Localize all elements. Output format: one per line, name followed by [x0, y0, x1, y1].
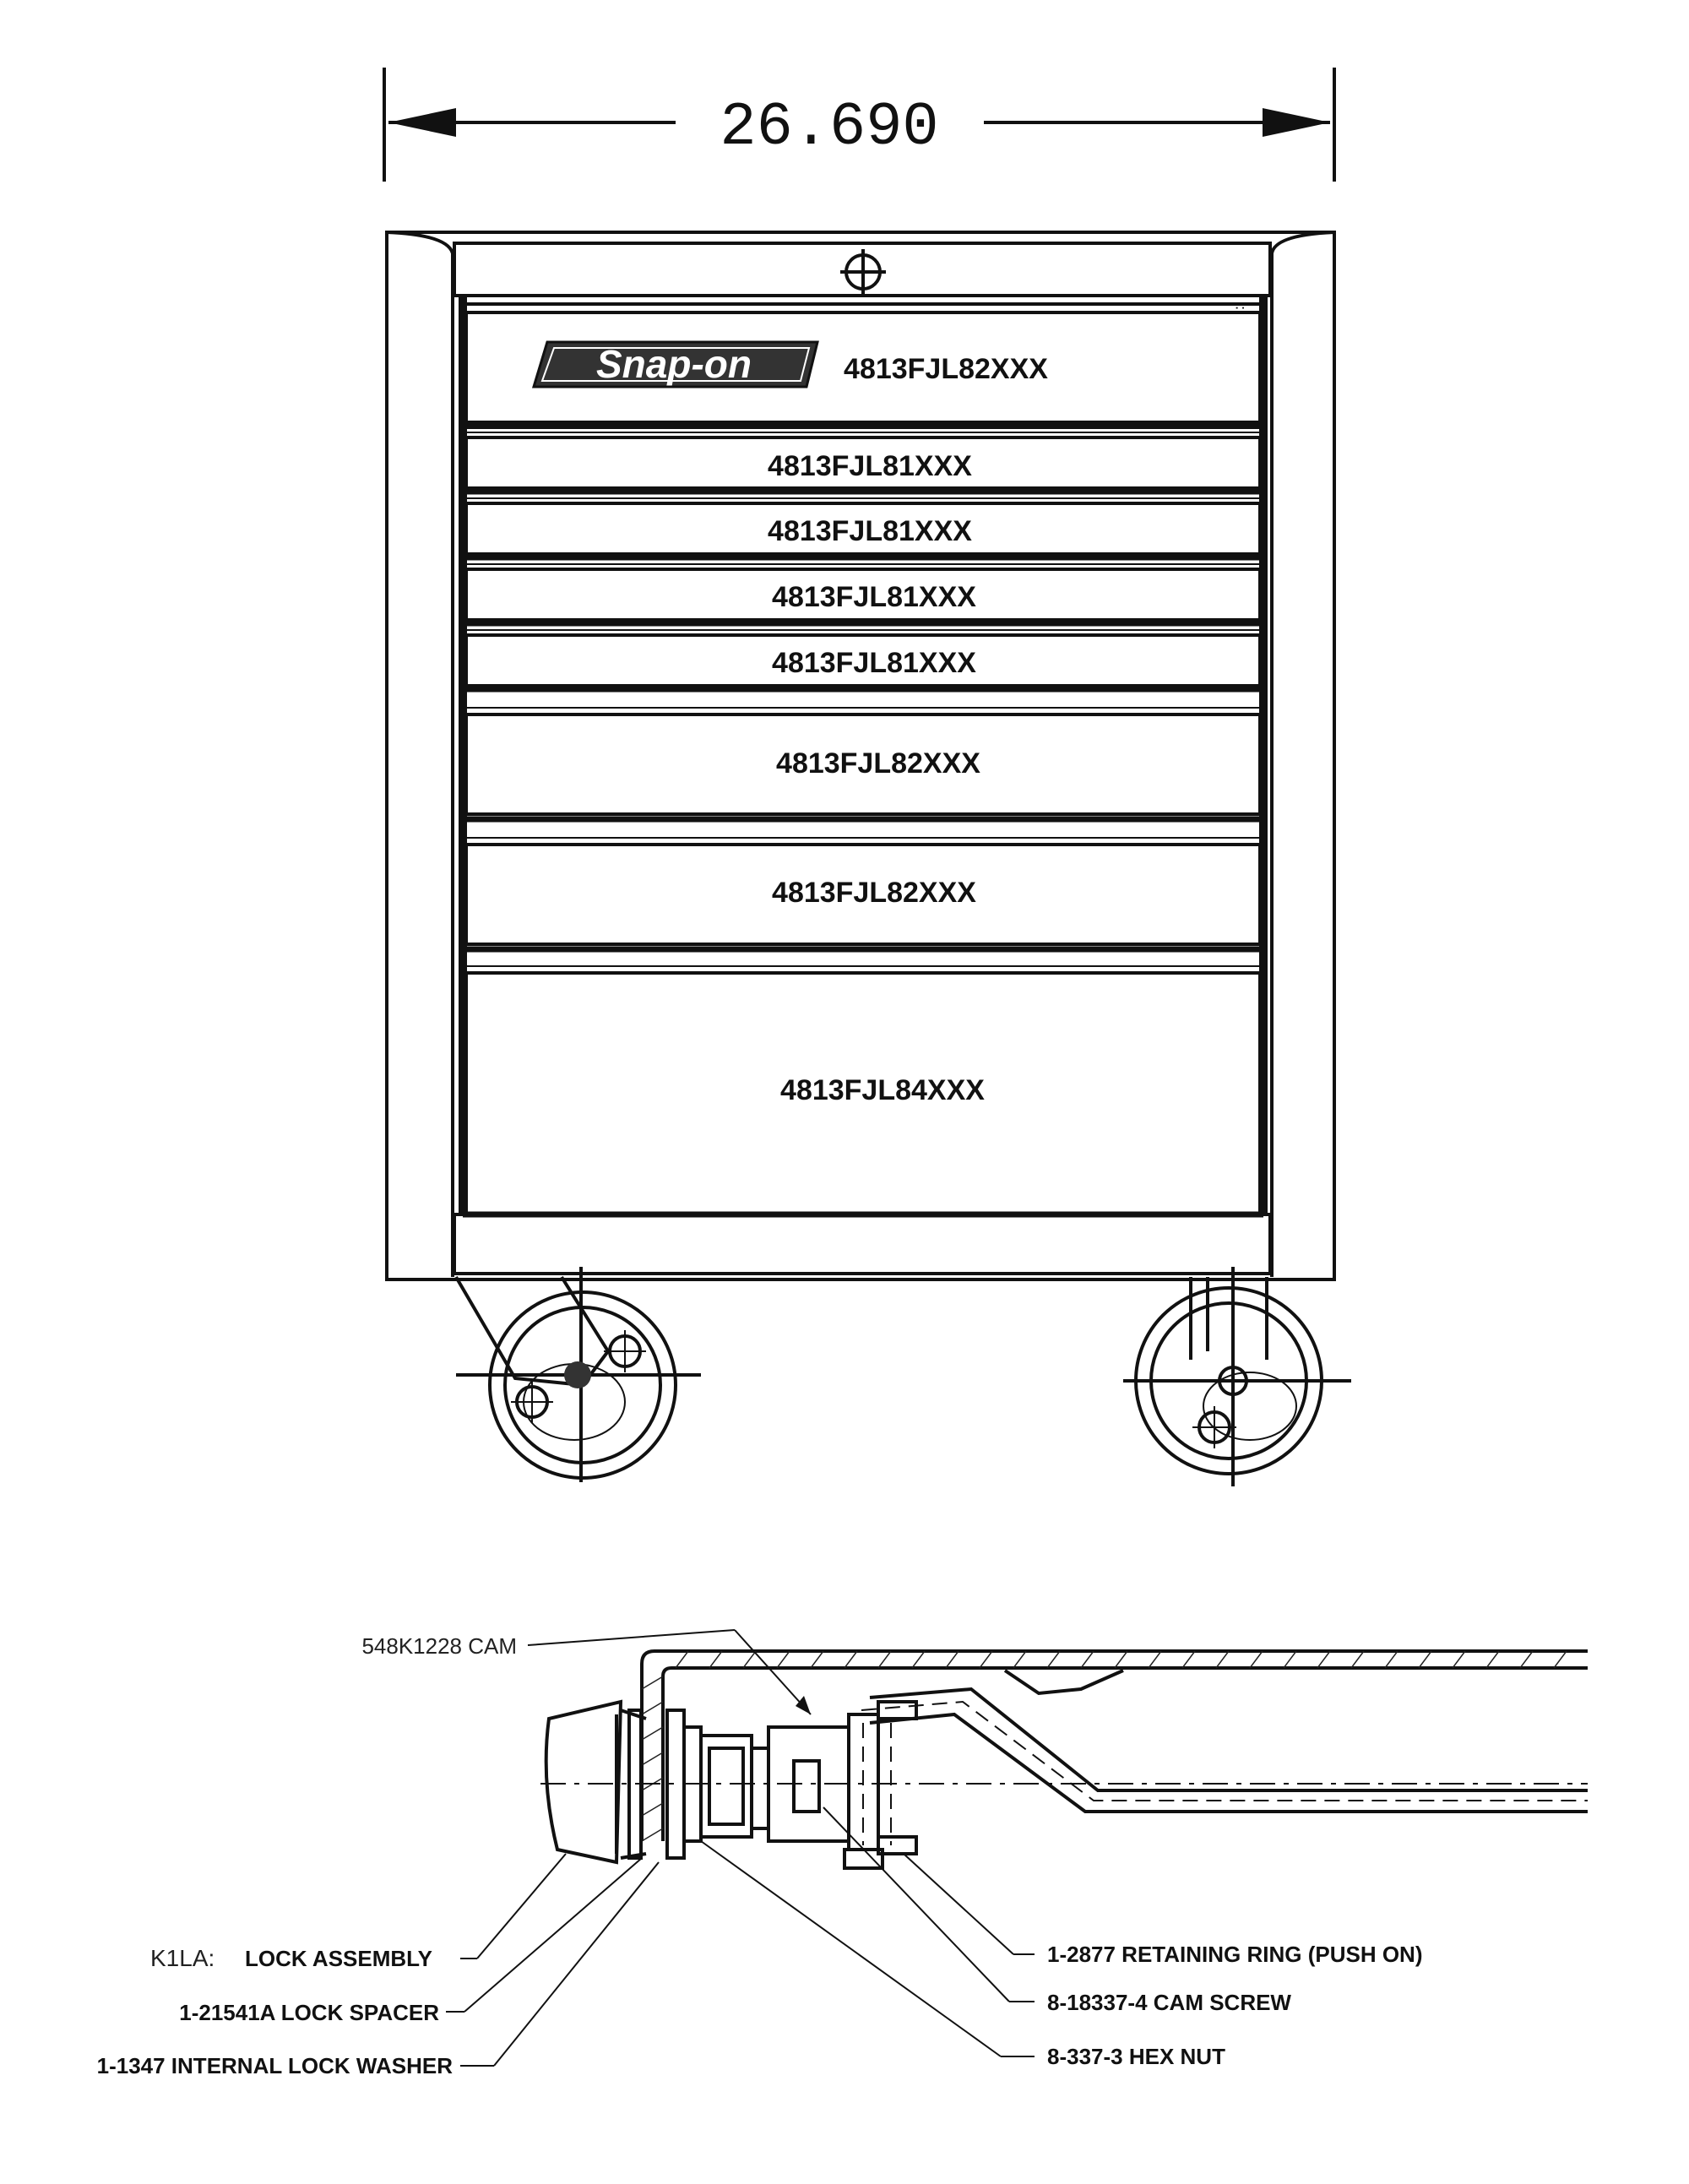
drawer-label: 4813FJL82XXX — [772, 877, 976, 909]
cabinet-top-cap — [453, 242, 1272, 297]
drawer-4: 4813FJL81XXX — [464, 568, 1262, 627]
snap-on-logo: Snap-on — [531, 340, 819, 388]
lock-assembly-callout: LOCK ASSEMBLY — [245, 1946, 432, 1971]
logo-text: Snap-on — [596, 342, 752, 386]
top-crosshair-icon — [840, 249, 886, 295]
drawer-stack: Snap-on 4813FJL82XXX ˙˙ 4813FJL81XXX 481… — [464, 302, 1262, 1215]
drawer-8: 4813FJL84XXX — [464, 971, 1262, 1215]
drawer-2: 4813FJL81XXX — [464, 436, 1262, 495]
caster-left — [454, 1267, 701, 1482]
drawer-label: 4813FJL82XXX — [776, 747, 980, 780]
cam-callout: 548K1228 CAM — [361, 1633, 517, 1659]
caster-crosshair-icon — [511, 1330, 646, 1423]
retaining-ring-callout: 1-2877 RETAINING RING (PUSH ON) — [1047, 1942, 1422, 1967]
drawer-3: 4813FJL81XXX — [464, 502, 1262, 561]
lock-cylinder — [544, 1699, 623, 1865]
hex-nut-callout: 8-337-3 HEX NUT — [1047, 2044, 1225, 2069]
drawer-5: 4813FJL81XXX — [464, 633, 1262, 693]
drawer-7: 4813FJL82XXX — [464, 843, 1262, 953]
dimension-arrow-left — [388, 108, 456, 137]
drawer-label: 4813FJL84XXX — [780, 1074, 985, 1106]
drawer-label: 4813FJL81XXX — [768, 515, 972, 547]
drawer-1: Snap-on 4813FJL82XXX ˙˙ — [464, 302, 1262, 429]
caster-right — [1123, 1267, 1351, 1486]
lock-washer-callout: 1-1347 INTERNAL LOCK WASHER — [97, 2053, 453, 2078]
drawer-label: 4813FJL82XXX — [844, 353, 1048, 385]
drawer-label: 4813FJL81XXX — [768, 450, 972, 482]
panel-hatching — [641, 1650, 1567, 1842]
dimension-arrow-right — [1263, 108, 1330, 137]
width-dimension: 26.690 — [383, 68, 1336, 182]
cam-screw-callout: 8-18337-4 CAM SCREW — [1047, 1990, 1291, 2015]
lock-assembly-prefix: K1LA: — [150, 1945, 215, 1971]
drawer-label: 4813FJL81XXX — [772, 581, 976, 613]
caster-crosshair-icon — [1192, 1366, 1252, 1448]
dimension-value: 26.690 — [720, 93, 938, 162]
drawer-label: 4813FJL81XXX — [772, 647, 976, 679]
lock-spacer-callout: 1-21541A LOCK SPACER — [179, 2000, 439, 2025]
cabinet-base — [453, 1213, 1272, 1275]
drawer-6: 4813FJL82XXX — [464, 713, 1262, 823]
drawer-mark: ˙˙ — [1235, 304, 1247, 325]
lock-detail-section: 548K1228 CAM K1LA: LOCK ASSEMBLY 1-21541… — [97, 1629, 1588, 2078]
